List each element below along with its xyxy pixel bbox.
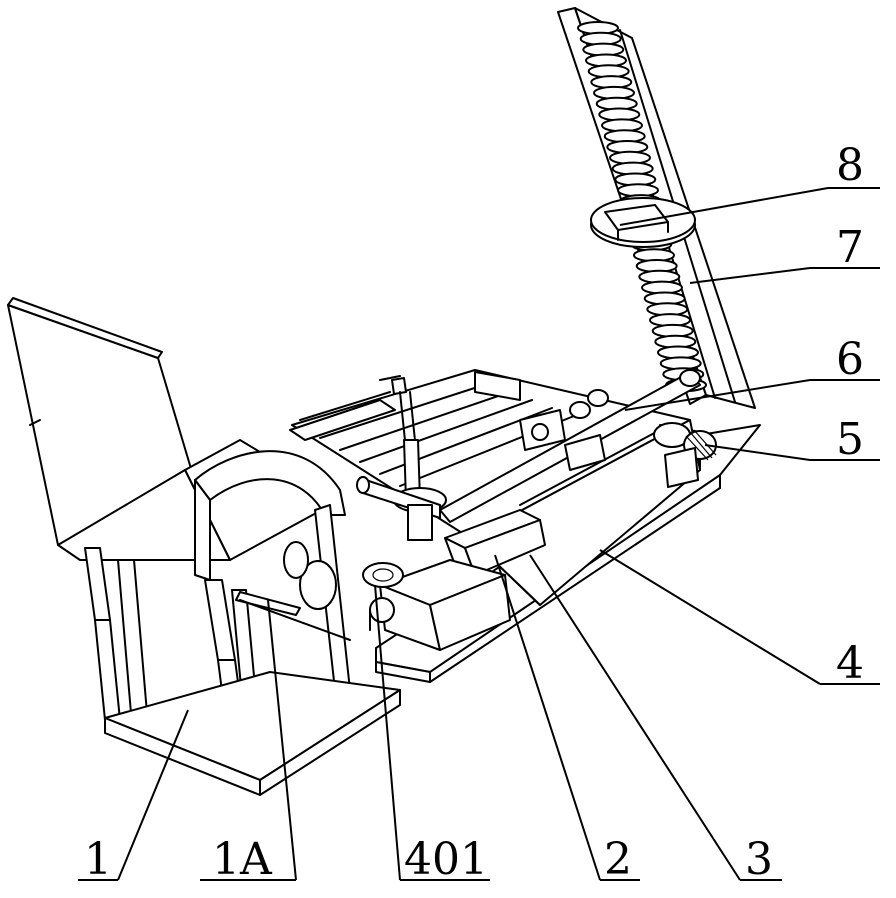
label-1: 1 [84, 834, 112, 885]
hub-post [356, 439, 447, 541]
lower-slide [362, 559, 511, 651]
label-5: 5 [836, 414, 864, 465]
leader-lines [78, 187, 880, 881]
label-7: 7 [836, 222, 864, 273]
label-4: 4 [836, 638, 864, 689]
label-2: 2 [604, 834, 632, 885]
label-8: 8 [836, 140, 864, 191]
slider-collar [590, 197, 696, 248]
chair [7, 297, 401, 796]
gear-assembly [569, 389, 717, 488]
reference-labels: 8 7 6 5 4 3 2 401 1A 1 [84, 140, 864, 885]
clamp-mechanism [519, 409, 606, 471]
label-401: 401 [404, 834, 488, 885]
sliding-box [444, 509, 546, 576]
label-3: 3 [745, 834, 773, 885]
label-1A: 1A [212, 834, 273, 885]
label-6: 6 [836, 334, 864, 385]
